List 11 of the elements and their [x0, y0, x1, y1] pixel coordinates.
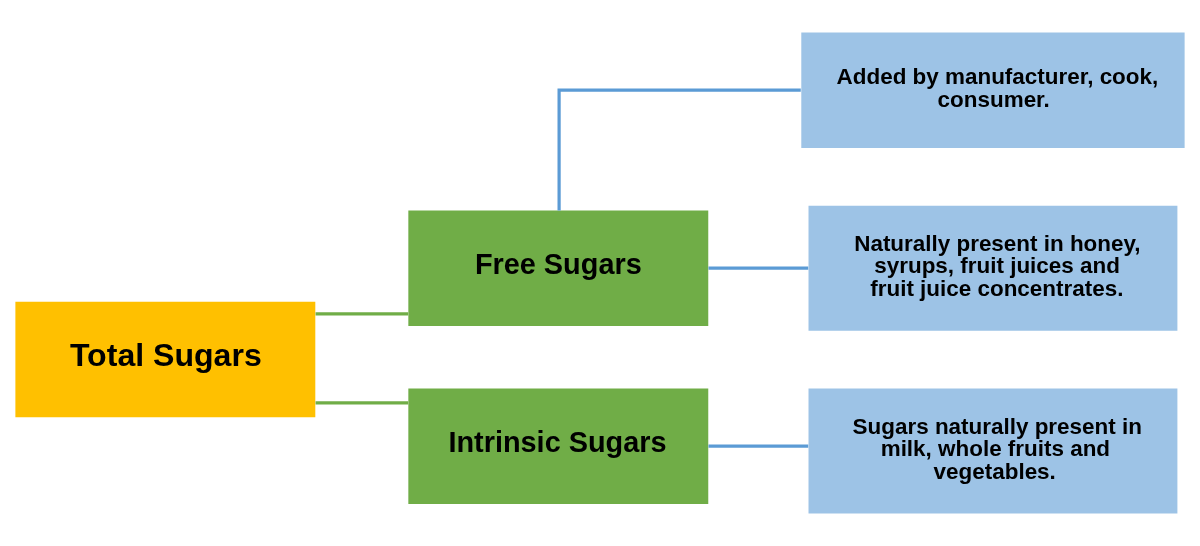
connector	[708, 266, 809, 270]
connector	[315, 401, 409, 405]
node-box: Added by manufacturer, cook, consumer.	[801, 32, 1185, 148]
node-box: Intrinsic Sugars	[408, 388, 709, 504]
connector	[315, 312, 409, 316]
node-box: Free Sugars	[408, 210, 709, 326]
node-box: Total Sugars	[15, 301, 316, 418]
node-box: Sugars naturally present in milk, whole fruits and vegetables.	[808, 388, 1178, 514]
node-box: Naturally present in honey, syrups, fruit juices and fruit juice concentrates.	[808, 205, 1178, 331]
connector	[557, 88, 801, 211]
connector	[708, 444, 809, 448]
